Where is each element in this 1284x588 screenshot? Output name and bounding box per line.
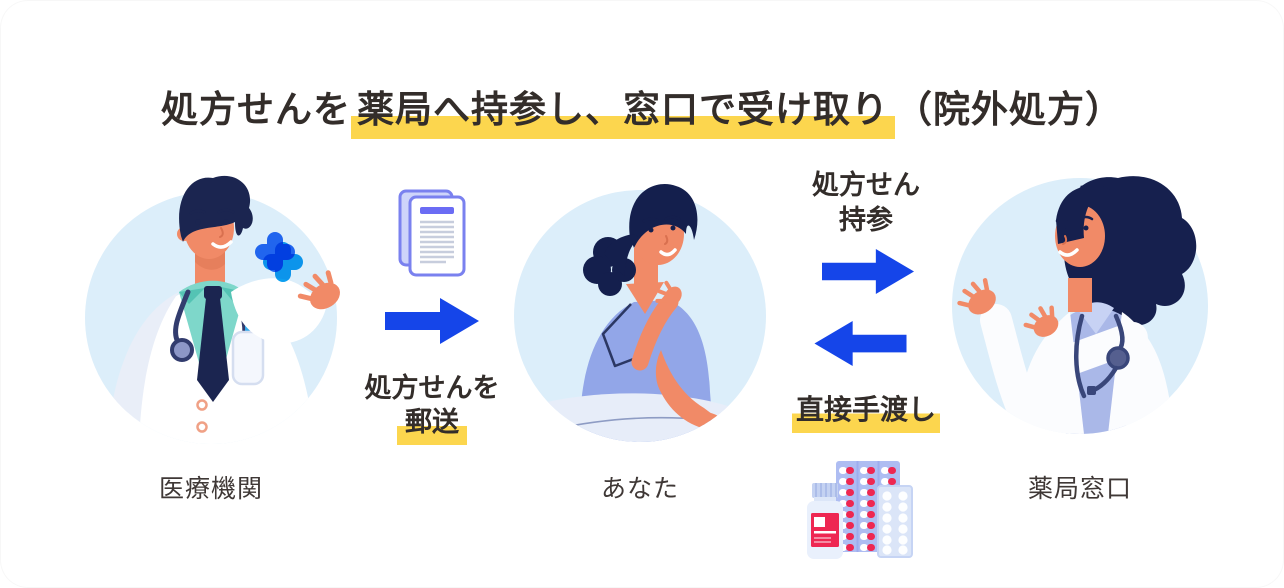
medicine-bottle-icon [807, 483, 843, 559]
mail-flow-caption: 処方せんを 郵送 [347, 371, 517, 445]
doctor-hand [297, 270, 340, 310]
bring-flow-caption: 処方せん 持参 [786, 168, 946, 238]
figure-label-medical-institution: 医療機関 [158, 475, 263, 503]
pill-blister-icon [877, 485, 913, 558]
medicine-icons [807, 461, 913, 559]
bring-flow-line1: 処方せん [812, 170, 920, 200]
handover-label-highlight: 直接手渡し [791, 394, 940, 433]
pharmacist-illustration [952, 176, 1208, 434]
bring-flow-line2: 持参 [839, 205, 893, 235]
medical-cross-icon [255, 232, 303, 282]
arrow-right-icon [822, 248, 915, 295]
pharmacist-hand [1023, 305, 1059, 337]
prescription-document-icon [398, 189, 466, 277]
figure-label-pharmacy-counter: 薬局窓口 [1027, 475, 1132, 503]
pharmacist-hand [957, 278, 996, 315]
mail-flow-line2-highlight: 郵送 [397, 407, 467, 445]
figure-label-you: あなた [600, 475, 679, 503]
patient-illustration [514, 184, 766, 442]
title-highlight: 薬局へ持参し、窓口で受け取り [351, 88, 895, 139]
title-pre: 処方せんを [161, 88, 351, 130]
page-title: 処方せんを薬局へ持参し、窓口で受け取り（院外処方） [0, 79, 1284, 139]
arrow-left-icon [814, 320, 907, 367]
arrow-right-icon [385, 298, 479, 344]
handover-flow-caption: 直接手渡し [766, 393, 966, 433]
title-post: （院外処方） [895, 88, 1123, 130]
mail-flow-line1: 処方せんを [364, 373, 500, 403]
doctor-illustration [85, 175, 340, 444]
